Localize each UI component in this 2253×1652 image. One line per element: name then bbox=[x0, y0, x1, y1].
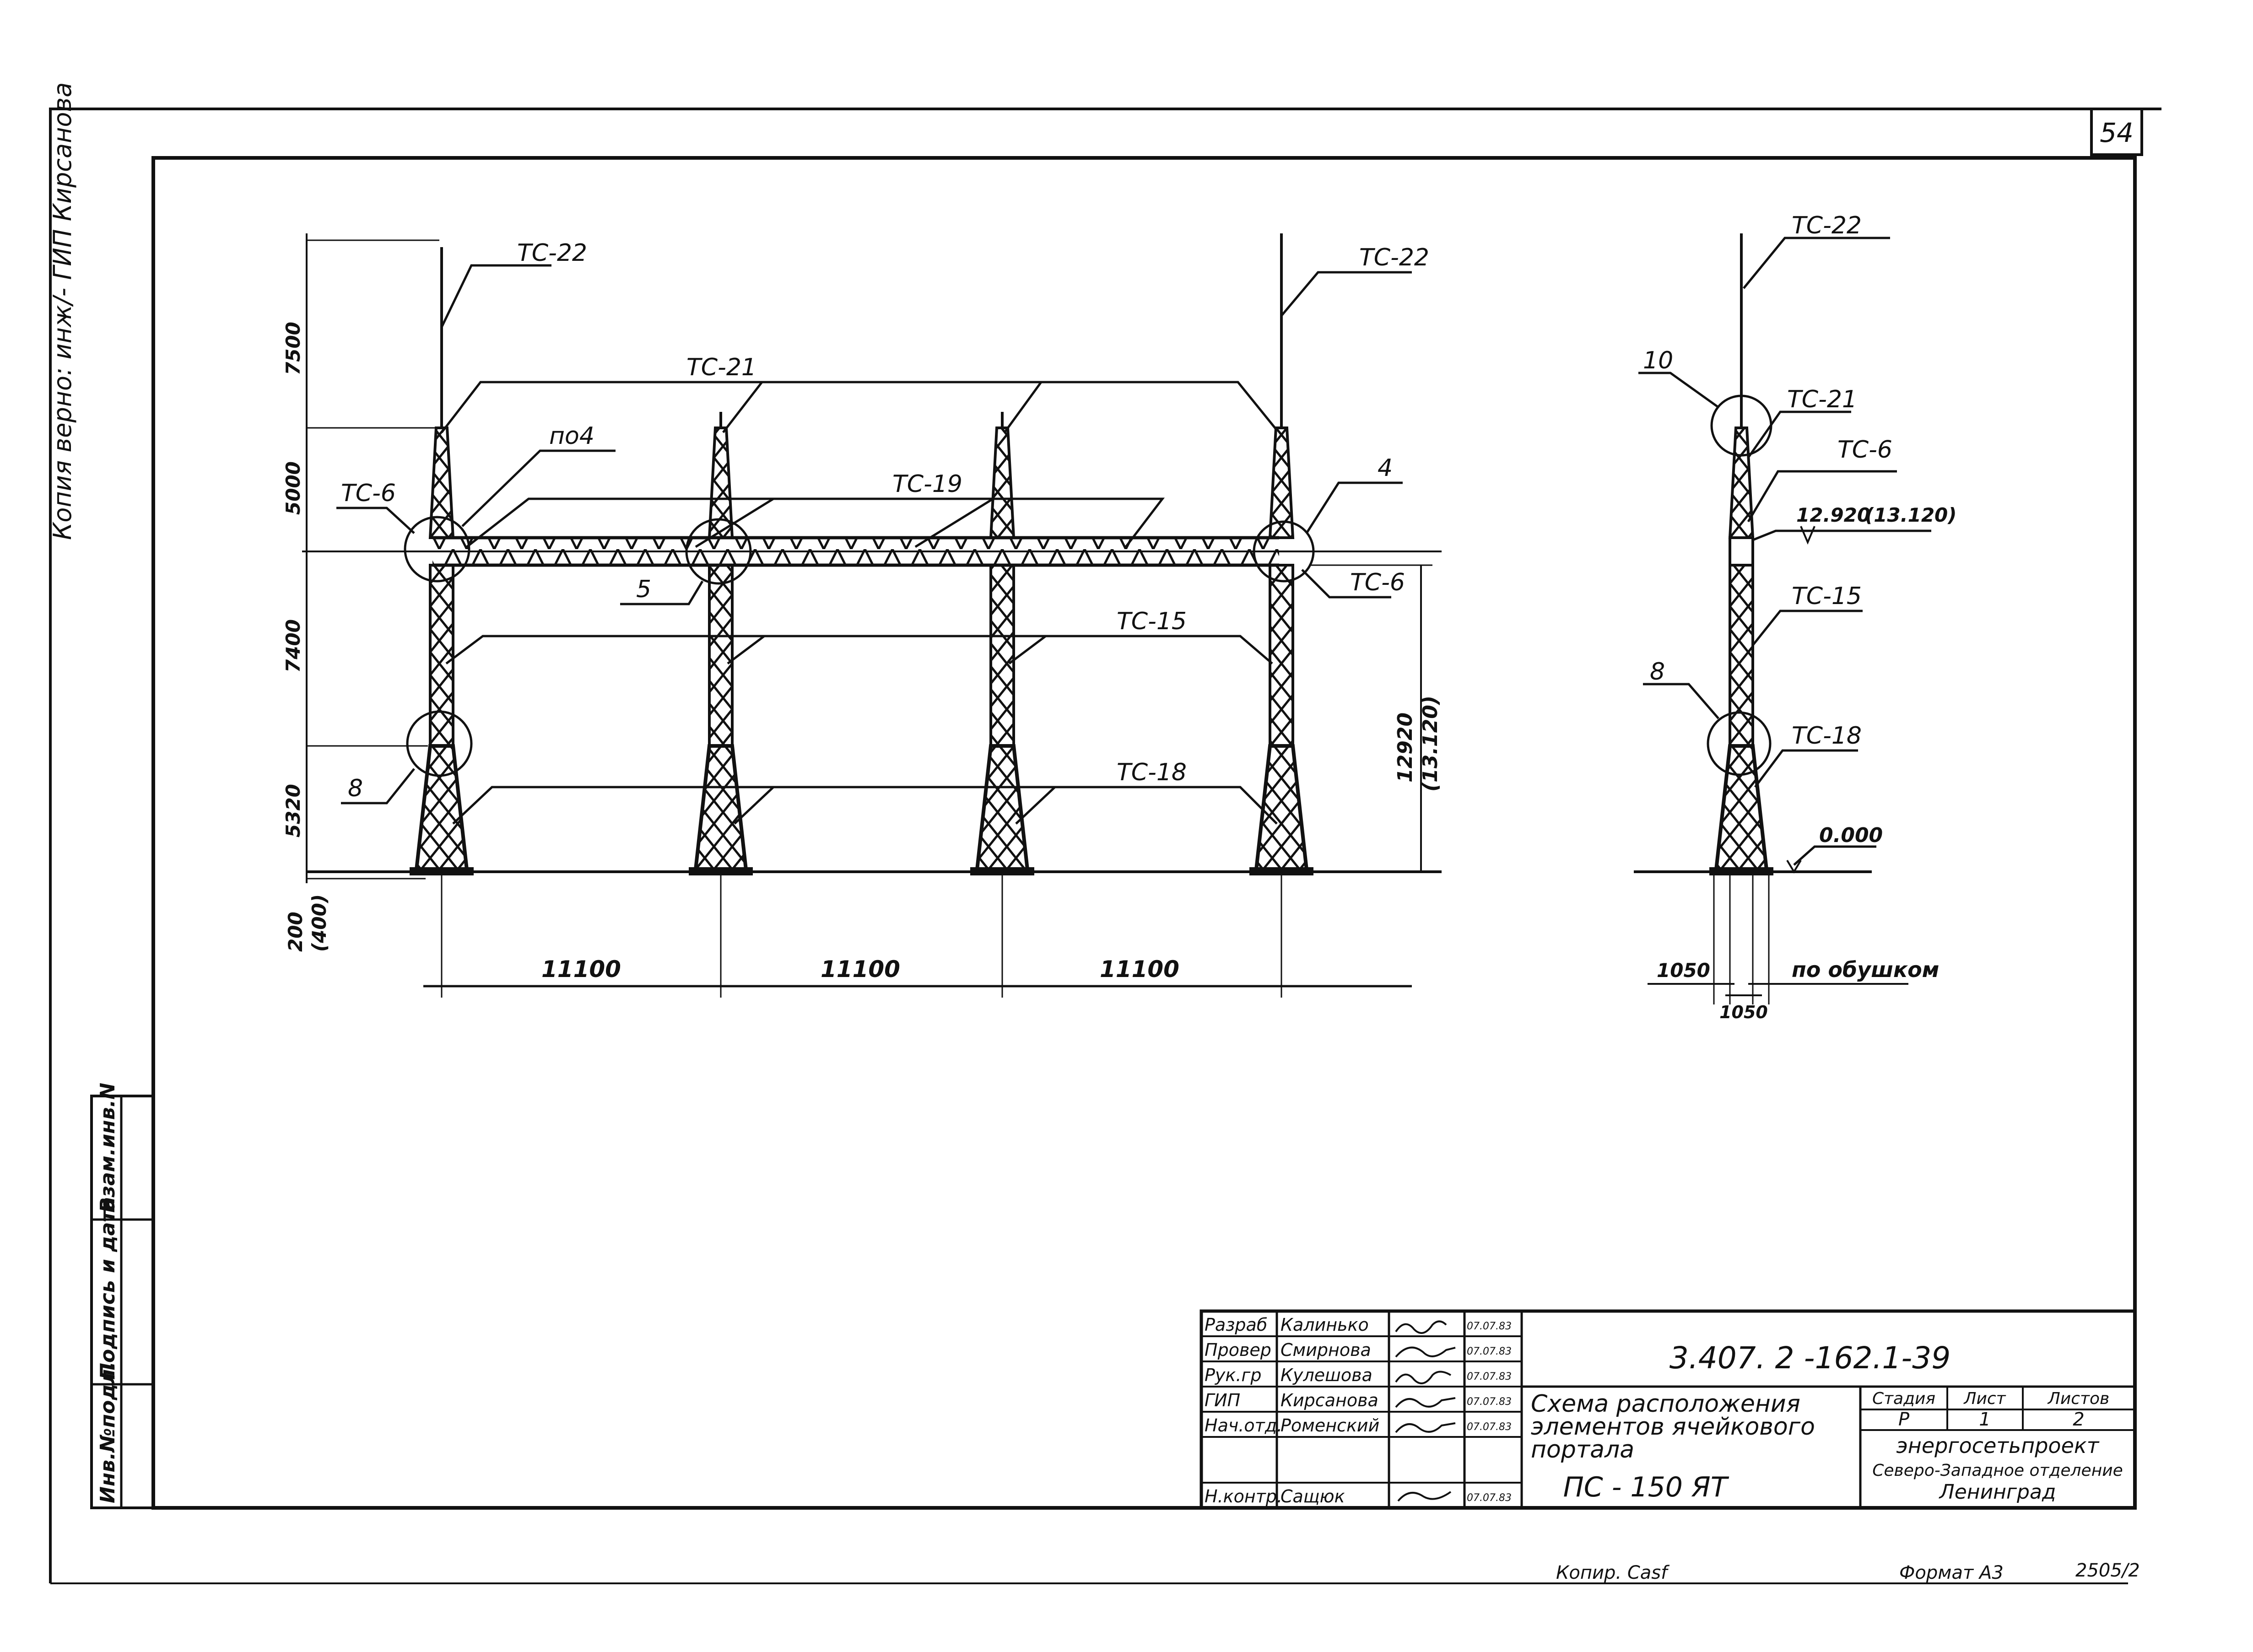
tb-role-1: Разраб bbox=[1205, 1315, 1267, 1335]
dim-7500: 7500 bbox=[282, 322, 304, 375]
title-block: Разраб Калинько 07.07.83 Провер Смирнова… bbox=[1199, 1309, 2137, 1510]
tb-date-7: 07.07.83 bbox=[1467, 1492, 1512, 1504]
tb-title-line-2: элементов ячейкового bbox=[1531, 1413, 1815, 1441]
label-tc15: ТС-15 bbox=[1117, 608, 1187, 635]
node-circle-8 bbox=[406, 710, 473, 777]
side-label-tc15: ТС-15 bbox=[1792, 583, 1862, 610]
footer-copied: Копир. Casf bbox=[1556, 1562, 1670, 1583]
label-tc22-left: ТС-22 bbox=[517, 239, 587, 267]
tb-role-7: Н.контр. bbox=[1205, 1486, 1282, 1506]
footer-number: 2505/2 bbox=[2075, 1560, 2140, 1581]
dim-12920: 12920 bbox=[1394, 713, 1417, 783]
tb-sheet-header: Лист bbox=[1963, 1389, 2006, 1408]
right-dimension: 12920 (13.120) bbox=[1309, 564, 1442, 872]
side-label-tc22: ТС-22 bbox=[1792, 212, 1862, 239]
label-tc18: ТС-18 bbox=[1117, 759, 1187, 786]
tb-role-5: Нач.отд. bbox=[1205, 1415, 1282, 1436]
tb-name-5: Роменский bbox=[1280, 1415, 1379, 1436]
side-dim-left: 1050 bbox=[1657, 959, 1710, 982]
node-circle-5 bbox=[685, 518, 752, 585]
vertical-dimensions: 7500 5000 7400 5320 200 (400) bbox=[282, 233, 439, 952]
tb-name-2: Смирнова bbox=[1280, 1340, 1371, 1360]
tb-date-2: 07.07.83 bbox=[1467, 1346, 1512, 1357]
dim-400: (400) bbox=[308, 894, 330, 952]
side-label-tc21: ТС-21 bbox=[1787, 386, 1857, 413]
label-tc22-right: ТС-22 bbox=[1359, 244, 1429, 271]
tb-role-2: Провер bbox=[1205, 1340, 1271, 1360]
sheet-frame bbox=[49, 108, 2161, 1584]
tb-name-1: Калинько bbox=[1280, 1315, 1369, 1335]
column-2 bbox=[689, 412, 753, 998]
tb-sheets-header: Листов bbox=[2047, 1389, 2109, 1408]
dim-5000: 5000 bbox=[282, 461, 304, 515]
side-dim-note: по обушком bbox=[1792, 957, 1939, 982]
column-1 bbox=[410, 247, 474, 998]
label-tc19: ТС-19 bbox=[892, 470, 962, 498]
tb-role-4: ГИП bbox=[1205, 1390, 1240, 1410]
dim-13120: (13.120) bbox=[1419, 696, 1442, 792]
side-label-elev-top-alt: (13.120) bbox=[1865, 504, 1956, 526]
side-label-tc6: ТС-6 bbox=[1837, 436, 1892, 464]
tb-stage: Р bbox=[1898, 1409, 1910, 1430]
label-8: 8 bbox=[348, 775, 363, 802]
stamp-podpis: Подпись и дата bbox=[96, 1197, 119, 1380]
node-circle-8-side bbox=[1707, 711, 1772, 776]
tb-date-1: 07.07.83 bbox=[1467, 1321, 1512, 1332]
tb-date-3: 07.07.83 bbox=[1467, 1371, 1512, 1382]
node-circle-4 bbox=[1253, 520, 1315, 583]
tb-org-1: энергосетьпроект bbox=[1896, 1433, 2100, 1458]
tb-name-3: Кулешова bbox=[1280, 1365, 1372, 1385]
side-label-elev-zero: 0.000 bbox=[1819, 824, 1883, 847]
span-dimensions: 11100 11100 11100 bbox=[423, 956, 1412, 988]
leader-lines bbox=[336, 264, 1412, 825]
node-circle-po4 bbox=[404, 516, 470, 583]
column-4 bbox=[1249, 233, 1313, 998]
label-4: 4 bbox=[1378, 454, 1393, 482]
tb-org-3: Ленинград bbox=[1939, 1480, 2056, 1504]
column-3 bbox=[970, 412, 1034, 998]
tb-role-3: Рук.гр bbox=[1205, 1365, 1262, 1385]
span-2: 11100 bbox=[821, 956, 900, 983]
tb-name-4: Кирсанова bbox=[1280, 1390, 1378, 1410]
span-3: 11100 bbox=[1100, 956, 1179, 983]
stamp-vzam: Взам.инв.N bbox=[96, 1083, 119, 1213]
dim-5320: 5320 bbox=[282, 784, 304, 837]
side-label-elev-top: 12.920 bbox=[1796, 504, 1870, 526]
label-tc21: ТС-21 bbox=[686, 354, 756, 381]
tb-date-4: 07.07.83 bbox=[1467, 1396, 1512, 1408]
margin-note: Копия верно: инж/- ГИП Кирсанова bbox=[48, 82, 77, 540]
front-view: 7500 5000 7400 5320 200 (400) 12920 (13.… bbox=[282, 233, 1442, 998]
tb-stage-header: Стадия bbox=[1872, 1389, 1935, 1408]
tb-title-mark: ПС - 150 ЯТ bbox=[1563, 1471, 1729, 1503]
tb-date-5: 07.07.83 bbox=[1467, 1421, 1512, 1433]
tb-title-line-1: Схема расположения bbox=[1531, 1390, 1800, 1418]
label-tc6-left: ТС-6 bbox=[341, 480, 396, 507]
side-view: ТС-22 10 ТС-21 ТС-6 12.920 (13.120) ТС-1… bbox=[1634, 212, 1956, 1022]
signatures bbox=[1395, 1320, 1456, 1502]
tb-doc-code: 3.407. 2 -162.1-39 bbox=[1669, 1340, 1950, 1376]
tb-name-7: Сащюк bbox=[1280, 1486, 1345, 1506]
sheet-number: 54 bbox=[2100, 117, 2134, 148]
span-1: 11100 bbox=[541, 956, 621, 983]
side-label-tc18: ТС-18 bbox=[1792, 722, 1862, 750]
label-5: 5 bbox=[636, 576, 651, 603]
tb-sheets: 2 bbox=[2073, 1409, 2084, 1430]
stamp-inv: Инв.№подл. bbox=[96, 1361, 119, 1503]
tb-title-line-3: портала bbox=[1531, 1436, 1634, 1463]
dim-7400: 7400 bbox=[282, 619, 304, 673]
tb-org-2: Северо-Западное отделение bbox=[1872, 1461, 2123, 1480]
dim-200: 200 bbox=[284, 912, 307, 952]
tb-sheet: 1 bbox=[1979, 1409, 1990, 1430]
side-stamp: Взам.инв.N Подпись и дата Инв.№подл. bbox=[90, 1083, 155, 1509]
footer-format: Формат А3 bbox=[1899, 1562, 2004, 1583]
label-tc6-right: ТС-6 bbox=[1350, 569, 1405, 596]
side-label-10: 10 bbox=[1643, 347, 1673, 374]
side-label-8: 8 bbox=[1650, 658, 1665, 686]
label-po4: по4 bbox=[549, 422, 594, 450]
side-dim-bottom: 1050 bbox=[1719, 1002, 1768, 1022]
